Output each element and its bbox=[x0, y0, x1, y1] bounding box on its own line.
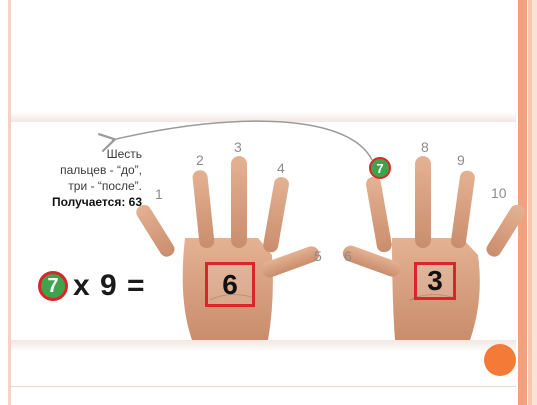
finger-number-4: 4 bbox=[277, 160, 285, 176]
finger-number-3: 3 bbox=[234, 139, 242, 155]
right-hand bbox=[342, 156, 525, 340]
left-finger-1 bbox=[136, 204, 175, 257]
orange-circle-decoration bbox=[484, 344, 516, 376]
caption-line-3: три - “после”. bbox=[68, 179, 142, 193]
finger-number-10: 10 bbox=[491, 185, 507, 201]
left-border bbox=[8, 0, 11, 405]
right-decor-stripe bbox=[518, 0, 527, 405]
equation: 7 x 9 = bbox=[38, 268, 146, 304]
right-decor-stripe-light bbox=[528, 0, 532, 405]
right-finger-7 bbox=[366, 176, 392, 253]
fingers-before-box: 6 bbox=[205, 262, 255, 307]
right-thumb bbox=[342, 245, 401, 277]
right-palm bbox=[392, 238, 480, 340]
left-finger-2 bbox=[192, 170, 215, 249]
right-finger-10 bbox=[486, 204, 525, 257]
fingers-after-box: 3 bbox=[414, 262, 456, 300]
equation-expression: x 9 = bbox=[73, 269, 146, 302]
folded-finger-badge: 7 bbox=[369, 157, 391, 179]
caption-line-1: Шесть bbox=[106, 147, 142, 161]
finger-number-6: 6 bbox=[344, 248, 352, 264]
multiplier-badge: 7 bbox=[38, 271, 68, 301]
right-finger-8 bbox=[415, 156, 431, 248]
left-finger-3 bbox=[231, 156, 247, 248]
explanation-caption: Шесть пальцев - “до”, три - “после”. Пол… bbox=[14, 146, 142, 210]
left-finger-4 bbox=[263, 177, 289, 253]
finger-number-1: 1 bbox=[155, 186, 163, 202]
left-hand bbox=[136, 156, 320, 340]
photo-band-top-shadow bbox=[11, 112, 516, 122]
arrow-to-caption bbox=[97, 120, 373, 161]
photo-band-bottom-shadow bbox=[11, 340, 516, 352]
right-finger-9 bbox=[450, 170, 475, 249]
slide-footer-line bbox=[11, 386, 516, 387]
finger-number-5: 5 bbox=[314, 248, 322, 264]
finger-number-8: 8 bbox=[421, 139, 429, 155]
right-decor-stripe-pale bbox=[532, 0, 537, 405]
caption-line-2: пальцев - “до”, bbox=[60, 163, 142, 177]
caption-result: Получается: 63 bbox=[51, 195, 142, 209]
left-thumb bbox=[261, 246, 320, 278]
finger-number-9: 9 bbox=[457, 152, 465, 168]
finger-number-2: 2 bbox=[196, 152, 204, 168]
